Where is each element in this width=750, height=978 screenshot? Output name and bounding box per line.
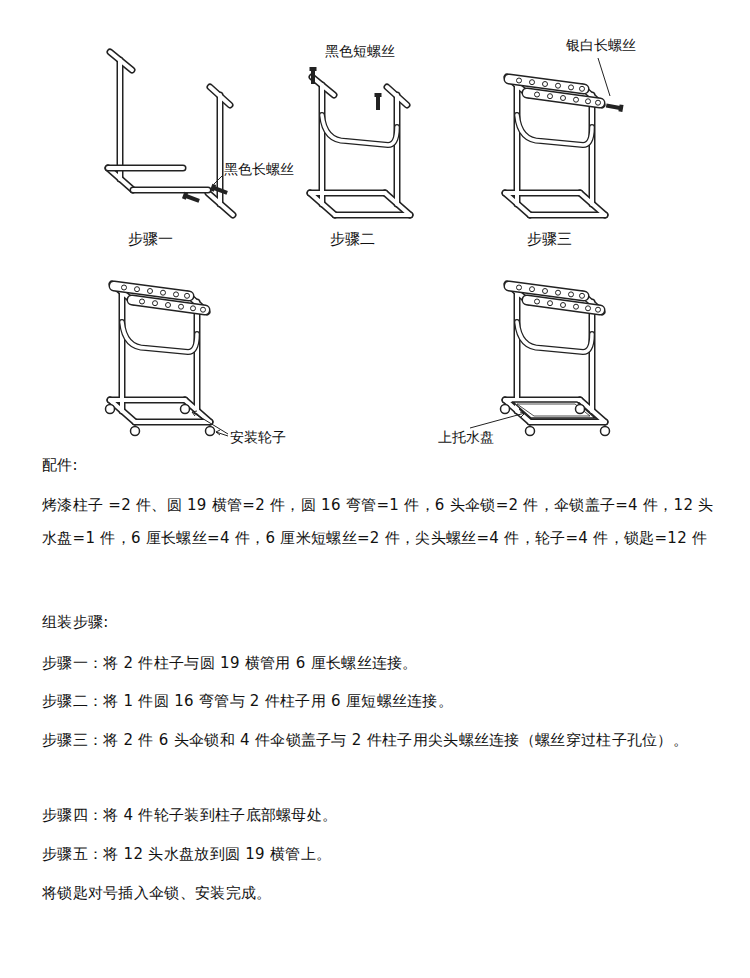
step-text: 步骤四：将 4 件轮子装到柱子底部螺母处。 — [42, 799, 732, 832]
step-label: 步骤三 — [527, 230, 572, 248]
step5-figure — [501, 284, 610, 436]
step-text: 步骤五：将 12 头水盘放到圆 19 横管上。 — [42, 838, 732, 871]
step-text: 将锁匙对号插入伞锁、安装完成。 — [42, 877, 732, 910]
step-label: 步骤二 — [330, 230, 375, 248]
step3-figure — [505, 77, 605, 215]
leader-line — [470, 412, 525, 428]
step-label: 步骤一 — [128, 230, 173, 248]
step-text: 步骤二：将 1 件圆 16 弯管与 2 件柱子用 6 厘短螺丝连接。 — [42, 685, 732, 718]
leader-line — [192, 411, 228, 436]
screw-symbol — [182, 176, 228, 204]
screw-symbol — [310, 67, 382, 110]
section-heading: 组装步骤: — [42, 606, 722, 639]
part-label: 上托水盘 — [438, 428, 494, 446]
step-text: 步骤一：将 2 件柱子与圆 19 横管用 6 厘长螺丝连接。 — [42, 647, 732, 680]
part-label: 银白长螺丝 — [566, 36, 636, 54]
step2-figure — [310, 77, 410, 215]
screw-symbol — [598, 58, 624, 112]
part-label: 黑色短螺丝 — [325, 42, 395, 60]
step1-figure — [108, 52, 233, 215]
section-heading: 配件: — [42, 449, 722, 482]
parts-list: 烤漆柱子 =2 件、圆 19 横管=2 件，圆 16 弯管=1 件，6 头伞锁=… — [42, 489, 722, 555]
part-label: 安装轮子 — [230, 428, 286, 446]
step-text: 步骤三：将 2 件 6 头伞锁和 4 件伞锁盖子与 2 件柱子用尖头螺丝连接（螺… — [42, 724, 732, 757]
part-label: 黑色长螺丝 — [224, 160, 294, 178]
step4-figure — [106, 284, 215, 436]
